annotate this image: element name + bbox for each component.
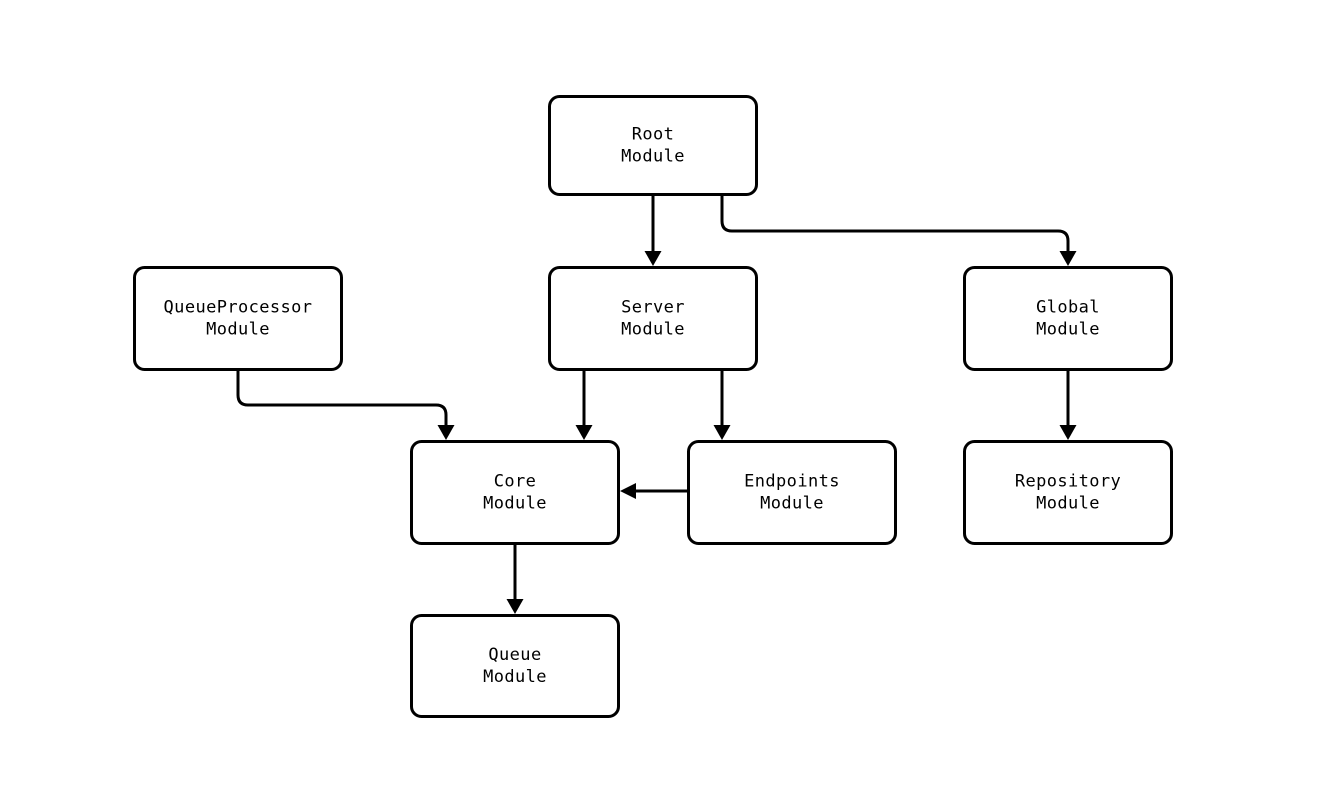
- edge-root-to-global-line: [720, 196, 1070, 256]
- edge-server-to-endpoints-arrowhead-icon: [713, 425, 731, 440]
- root-module-node-label-line1: Root: [632, 125, 675, 145]
- edge-queueprocessor-to-core-line: [236, 371, 448, 430]
- core-module-node-box[interactable]: [410, 440, 620, 545]
- global-module-node-label-line1: Global: [1036, 298, 1100, 318]
- repository-module-node-box[interactable]: [963, 440, 1173, 545]
- edge-endpoints-to-core: [620, 483, 687, 499]
- edge-endpoints-to-core-arrowhead-icon: [620, 483, 636, 499]
- server-module-node-label-line1: Server: [621, 298, 685, 318]
- queue-module-node-box[interactable]: [410, 614, 620, 718]
- queueprocessor-module-node-label-line2: Module: [206, 320, 270, 340]
- edges-layer: [236, 196, 1077, 614]
- edge-server-to-core-arrowhead-icon: [575, 425, 593, 440]
- edge-global-to-repository-arrowhead-icon: [1059, 425, 1077, 440]
- core-module-node-label-line1: Core: [494, 472, 537, 492]
- repository-module-node-label-line1: Repository: [1015, 472, 1121, 492]
- edge-root-to-server: [644, 196, 662, 266]
- edge-core-to-queue: [506, 545, 524, 614]
- queue-module-node-label-line2: Module: [483, 667, 547, 687]
- queueprocessor-module-node-box[interactable]: [133, 266, 343, 371]
- edge-root-to-server-arrowhead-icon: [644, 251, 662, 266]
- endpoints-module-node-label-line1: Endpoints: [744, 472, 840, 492]
- global-module-node-label-line2: Module: [1036, 320, 1100, 340]
- core-module-node-label-line2: Module: [483, 494, 547, 514]
- queue-module-node-label-line1: Queue: [488, 645, 541, 665]
- root-module-node-box[interactable]: [548, 95, 758, 196]
- server-module-node-box[interactable]: [548, 266, 758, 371]
- edge-queueprocessor-to-core: [236, 371, 455, 440]
- edge-core-to-queue-arrowhead-icon: [506, 599, 524, 614]
- edge-global-to-repository: [1059, 371, 1077, 440]
- edge-root-to-global: [720, 196, 1077, 266]
- queueprocessor-module-node-label-line1: QueueProcessor: [164, 298, 313, 318]
- edge-server-to-core: [575, 371, 593, 440]
- endpoints-module-node-label-line2: Module: [760, 494, 824, 514]
- endpoints-module-node-box[interactable]: [687, 440, 897, 545]
- nodes-layer: RootModuleQueueProcessorModuleServerModu…: [133, 95, 1173, 718]
- server-module-node-label-line2: Module: [621, 320, 685, 340]
- repository-module-node-label-line2: Module: [1036, 494, 1100, 514]
- global-module-node-box[interactable]: [963, 266, 1173, 371]
- edge-root-to-global-arrowhead-icon: [1059, 251, 1077, 266]
- root-module-node-label-line2: Module: [621, 147, 685, 167]
- edge-server-to-endpoints: [713, 371, 731, 440]
- edge-queueprocessor-to-core-arrowhead-icon: [437, 425, 455, 440]
